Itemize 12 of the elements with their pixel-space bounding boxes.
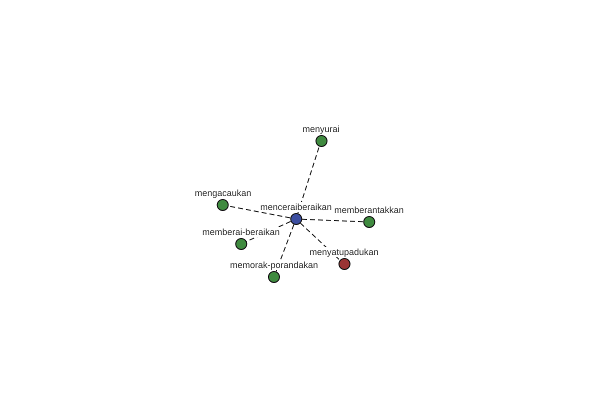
connector-line bbox=[302, 218, 364, 222]
node-label: menyatupadukan bbox=[308, 247, 380, 257]
connector-line bbox=[300, 222, 340, 260]
node-label: memberai-beraikan bbox=[201, 227, 281, 237]
node-label: mengacaukan bbox=[194, 188, 252, 198]
node-label: menyurai bbox=[302, 124, 340, 134]
connector-line bbox=[228, 206, 291, 218]
node-label: menceraiberaikan bbox=[259, 202, 333, 212]
node-label: memorak-porandakan bbox=[228, 260, 320, 270]
connector-line bbox=[276, 224, 294, 272]
node-label: memberantakkan bbox=[333, 205, 405, 215]
connector-line bbox=[297, 146, 320, 214]
